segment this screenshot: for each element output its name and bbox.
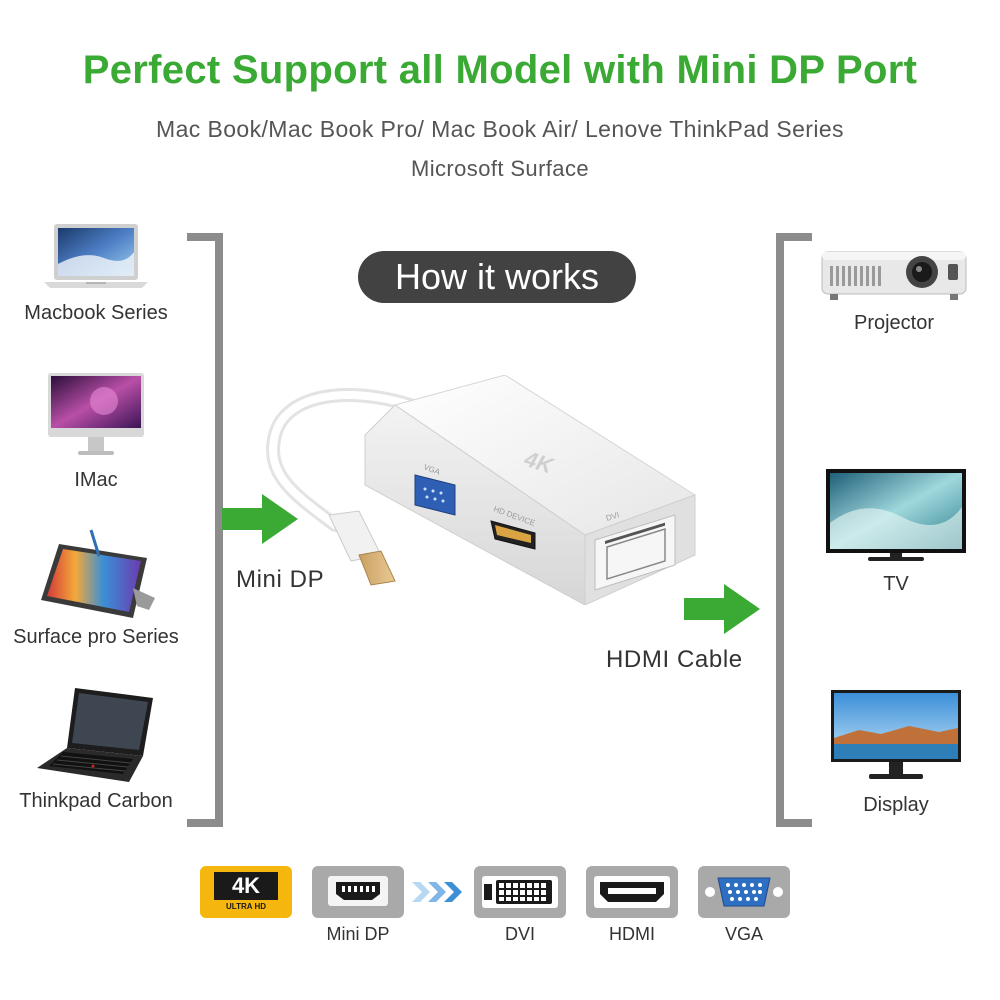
output-bracket — [776, 233, 812, 827]
input-arrow-icon — [222, 494, 298, 544]
format-hdmi: HDMI — [586, 866, 678, 944]
tv-icon — [826, 469, 966, 561]
projector-icon — [821, 251, 967, 300]
svg-text:DVI: DVI — [605, 510, 620, 523]
source-label: Macbook Series — [24, 302, 168, 324]
vga-port-icon — [698, 866, 790, 918]
source-macbook: Macbook Series — [6, 222, 186, 325]
output-label: Projector — [853, 312, 935, 334]
how-it-works-badge: How it works — [358, 251, 636, 303]
mini-dp-port-icon — [312, 866, 404, 918]
output-tv: TV — [806, 467, 986, 596]
chevrons-right-icon — [412, 882, 462, 902]
output-label: Display — [863, 794, 929, 816]
imac-icon — [48, 373, 144, 455]
dvi-port-icon — [474, 866, 566, 918]
source-bracket — [187, 233, 223, 827]
source-thinkpad: Thinkpad Carbon — [6, 686, 186, 813]
format-label: HDMI — [609, 924, 655, 944]
adapter-illustration: 4K VGA HD DEVICE DVI — [266, 375, 697, 605]
compatible-models-line: Mac Book/Mac Book Pro/ Mac Book Air/ Len… — [156, 116, 844, 142]
source-imac: IMac — [6, 371, 186, 492]
monitor-icon — [831, 690, 961, 779]
thinkpad-icon — [37, 688, 153, 782]
format-dvi: DVI — [474, 866, 566, 944]
hdmi-port-icon — [586, 866, 678, 918]
output-display: Display — [806, 688, 986, 817]
tablet-icon — [41, 529, 155, 618]
mini-dp-label: Mini DP — [236, 566, 325, 593]
output-label: TV — [883, 573, 909, 595]
4k-badge-sub: ULTRA HD — [226, 902, 266, 911]
format-vga: VGA — [698, 866, 790, 944]
laptop-icon — [44, 224, 148, 288]
output-arrow-icon — [684, 584, 760, 634]
compatible-models-line-2: Microsoft Surface — [411, 156, 589, 181]
4k-badge-icon: 4K ULTRA HD — [200, 866, 292, 918]
source-label: Surface pro Series — [13, 626, 179, 648]
format-label: Mini DP — [326, 924, 390, 944]
format-label: VGA — [724, 924, 763, 944]
4k-badge-text: 4K — [214, 872, 278, 900]
format-label: DVI — [504, 924, 535, 944]
format-4k: 4K ULTRA HD — [200, 866, 292, 918]
format-mini-dp: Mini DP — [312, 866, 404, 944]
output-projector: Projector — [804, 246, 984, 335]
page-title: Perfect Support all Model with Mini DP P… — [82, 48, 918, 92]
source-surface: Surface pro Series — [6, 528, 186, 649]
source-label: IMac — [74, 469, 118, 491]
source-label: Thinkpad Carbon — [19, 790, 173, 812]
hdmi-cable-label: HDMI Cable — [606, 646, 743, 673]
